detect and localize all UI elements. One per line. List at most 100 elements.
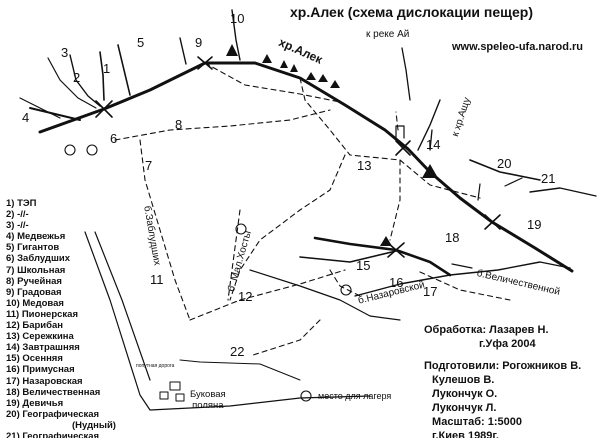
map-title: хр.Алек (схема дислокации пещер) bbox=[290, 4, 533, 20]
credits-prepared: Подготовили: Рогожников В. bbox=[424, 360, 582, 372]
cave-number-3: 3 bbox=[61, 45, 69, 60]
legend-item: 20) Географическая bbox=[6, 408, 100, 420]
peak-cross-1 bbox=[95, 100, 113, 118]
credits-processing: Обработка: Лазарев Н. bbox=[424, 324, 549, 336]
stream-3 bbox=[99, 51, 105, 101]
road-label: попутная дорога bbox=[136, 363, 175, 369]
legend-item: 3) -//- bbox=[6, 220, 29, 232]
stream-4 bbox=[117, 44, 131, 96]
spur-upper-left bbox=[19, 97, 61, 119]
trail-13 bbox=[229, 154, 346, 301]
cave-number-7: 7 bbox=[145, 158, 153, 173]
legend-item: 14) Завтрашняя bbox=[6, 342, 80, 354]
credits-place-year: г.Киев 1989г. bbox=[432, 430, 499, 438]
summit-marker-6 bbox=[318, 74, 328, 82]
lower-ridge bbox=[313, 236, 452, 277]
trail-east bbox=[299, 77, 481, 199]
camp-site-2 bbox=[86, 144, 98, 156]
cave-number-19: 19 bbox=[527, 217, 542, 232]
ayu-ridge bbox=[417, 99, 441, 151]
legend-item: 4) Медвежья bbox=[6, 231, 66, 243]
legend-item: 17) Назаровская bbox=[6, 375, 83, 387]
right-spur bbox=[529, 187, 597, 197]
cave-number-21: 21 bbox=[541, 171, 556, 186]
legend-item: 12) Барибан bbox=[6, 320, 64, 332]
legend-item: 9) Градовая bbox=[6, 286, 62, 298]
summit-marker-3 bbox=[280, 60, 288, 68]
legend-item: 16) Примусная bbox=[6, 364, 75, 376]
meadow-label: Буковая поляна bbox=[190, 389, 226, 411]
cave-number-17: 17 bbox=[423, 284, 438, 299]
credits-block: Обработка: Лазарев Н. г.Уфа 2004 Подгото… bbox=[424, 323, 581, 438]
hut-1 bbox=[169, 381, 181, 391]
summit-marker-5 bbox=[306, 72, 316, 80]
website-link[interactable]: www.speleo-ufa.narod.ru bbox=[452, 41, 583, 53]
meadow-label-line-1: Буковая bbox=[190, 389, 226, 400]
legend-item: 8) Ручейная bbox=[6, 275, 62, 287]
camp-site-4 bbox=[340, 284, 352, 296]
cave-number-16: 16 bbox=[389, 275, 404, 290]
legend-item: 15) Осенняя bbox=[6, 353, 63, 365]
camp-site-legend bbox=[300, 390, 312, 402]
arrow-to-ai bbox=[401, 47, 411, 101]
trail-zabludshikh bbox=[139, 139, 191, 321]
cave-number-5: 5 bbox=[137, 35, 145, 50]
arrow-21 bbox=[504, 177, 523, 187]
stream-2 bbox=[47, 57, 97, 109]
legend-item: 6) Заблудших bbox=[6, 253, 70, 265]
summit-marker-4 bbox=[290, 64, 298, 72]
cave-number-18: 18 bbox=[445, 230, 460, 245]
spur-left bbox=[29, 107, 81, 121]
legend-item: 11) Пионерская bbox=[6, 308, 79, 320]
credits-city-year: г.Уфа 2004 bbox=[479, 338, 536, 350]
road-2 bbox=[94, 231, 151, 381]
credits-author-2: Лукончук О. bbox=[432, 388, 498, 400]
camp-site-1 bbox=[64, 144, 76, 156]
cave-number-10: 10 bbox=[230, 11, 245, 26]
road-1 bbox=[84, 231, 371, 411]
meadow-label-line-2: поляна bbox=[192, 400, 224, 411]
summit-marker-8 bbox=[422, 164, 438, 178]
legend-item: 5) Гигантов bbox=[6, 242, 60, 254]
legend-item: 21) Географическая bbox=[6, 430, 100, 438]
legend-item: 18) Величественная bbox=[6, 386, 101, 398]
direction-label-ai: к реке Ай bbox=[366, 29, 410, 40]
cave-number-9: 9 bbox=[195, 35, 203, 50]
cave-number-1: 1 bbox=[103, 61, 111, 76]
cave-mark-14 bbox=[395, 125, 405, 139]
legend-item: 19) Девичья bbox=[6, 397, 64, 409]
legend-item: 13) Сережкина bbox=[6, 331, 74, 343]
credits-author-3: Лукончук Л. bbox=[432, 402, 497, 414]
meadow-path bbox=[179, 359, 301, 381]
summit-marker-2 bbox=[262, 54, 272, 63]
arrow-to-ayu bbox=[429, 129, 433, 151]
arrow-17 bbox=[451, 263, 473, 269]
trail-north bbox=[204, 62, 341, 103]
cave-number-2: 2 bbox=[73, 70, 81, 85]
peak-cross-4 bbox=[484, 214, 501, 230]
summit-marker-7 bbox=[330, 80, 340, 88]
cave-number-6: 6 bbox=[110, 131, 118, 146]
summit-marker-9 bbox=[380, 236, 392, 246]
cave-number-14: 14 bbox=[426, 137, 441, 152]
right-ridge bbox=[469, 159, 541, 181]
peak-cross-3 bbox=[395, 140, 411, 156]
hut-3 bbox=[159, 391, 169, 400]
trail-south bbox=[249, 319, 321, 357]
arrow-20 bbox=[477, 183, 481, 201]
trail-mal-khosty bbox=[227, 209, 241, 301]
credits-author-1: Кулешов В. bbox=[432, 374, 495, 386]
legend-item: 1) ТЭП bbox=[6, 198, 37, 209]
cave-number-12: 12 bbox=[238, 289, 253, 304]
stream-1 bbox=[69, 54, 101, 107]
trail-central bbox=[114, 109, 331, 141]
trail-lower bbox=[189, 269, 346, 321]
credits-scale: Масштаб: 1:5000 bbox=[432, 416, 522, 428]
camp-site-3 bbox=[235, 223, 247, 235]
cave-number-11: 11 bbox=[150, 272, 164, 287]
summit-marker-1 bbox=[226, 44, 238, 56]
cave-number-4: 4 bbox=[22, 110, 30, 125]
